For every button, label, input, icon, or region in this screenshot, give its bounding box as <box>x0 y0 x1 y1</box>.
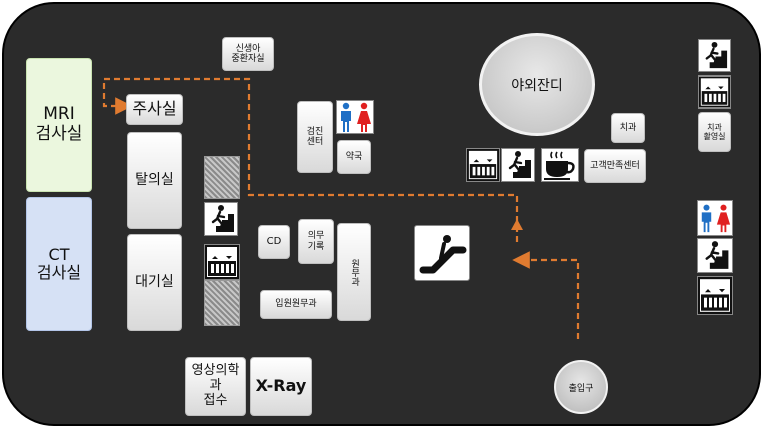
stairwell-shaft-upper <box>204 156 240 199</box>
dentistry[interactable]: 치과 <box>611 113 645 143</box>
cd-counter[interactable]: CD <box>258 225 290 259</box>
neonatal-icu[interactable]: 신생아 중환자실 <box>222 37 274 71</box>
ct-room[interactable]: CT 검사실 <box>26 197 92 331</box>
xray-room[interactable]: X-Ray <box>250 357 312 416</box>
stairs-icon <box>698 39 731 72</box>
restroom-icon <box>336 100 374 134</box>
medical-records[interactable]: 의무 기록 <box>298 219 334 264</box>
changing-room[interactable]: 탈의실 <box>127 132 182 229</box>
pharmacy[interactable]: 약국 <box>337 140 371 174</box>
elevator-icon <box>698 75 731 109</box>
stairs-icon <box>501 148 535 182</box>
mri-room[interactable]: MRI 검사실 <box>26 58 92 192</box>
dental-imaging-room[interactable]: 치과 촬영실 <box>698 112 731 152</box>
escalator-icon <box>414 225 470 281</box>
radiology-reception[interactable]: 영상의학과 접수 <box>185 357 246 416</box>
coffee-icon <box>541 148 579 182</box>
restroom-icon <box>697 200 733 236</box>
admission-office[interactable]: 입원원무과 <box>260 290 332 319</box>
elevator-icon <box>697 276 733 315</box>
admin-office[interactable]: 원무과 <box>337 223 371 321</box>
outdoor-lawn[interactable]: 야외잔디 <box>479 33 595 136</box>
waiting-room[interactable]: 대기실 <box>127 234 182 331</box>
stairs-icon <box>697 238 733 273</box>
elevator-icon <box>204 244 240 280</box>
injection-room[interactable]: 주사실 <box>126 94 183 125</box>
route-path <box>102 77 580 339</box>
health-screening-center[interactable]: 검진 센터 <box>297 101 333 173</box>
floor-plan: MRI 검사실 CT 검사실 주사실 탈의실 대기실 영상의학과 접수 X-Ra… <box>2 2 761 426</box>
entrance[interactable]: 출입구 <box>554 360 608 414</box>
elevator-icon <box>466 148 500 182</box>
stairwell-shaft-lower <box>204 280 240 326</box>
stairs-icon <box>204 202 238 236</box>
customer-satisfaction-center[interactable]: 고객만족센터 <box>584 149 646 183</box>
